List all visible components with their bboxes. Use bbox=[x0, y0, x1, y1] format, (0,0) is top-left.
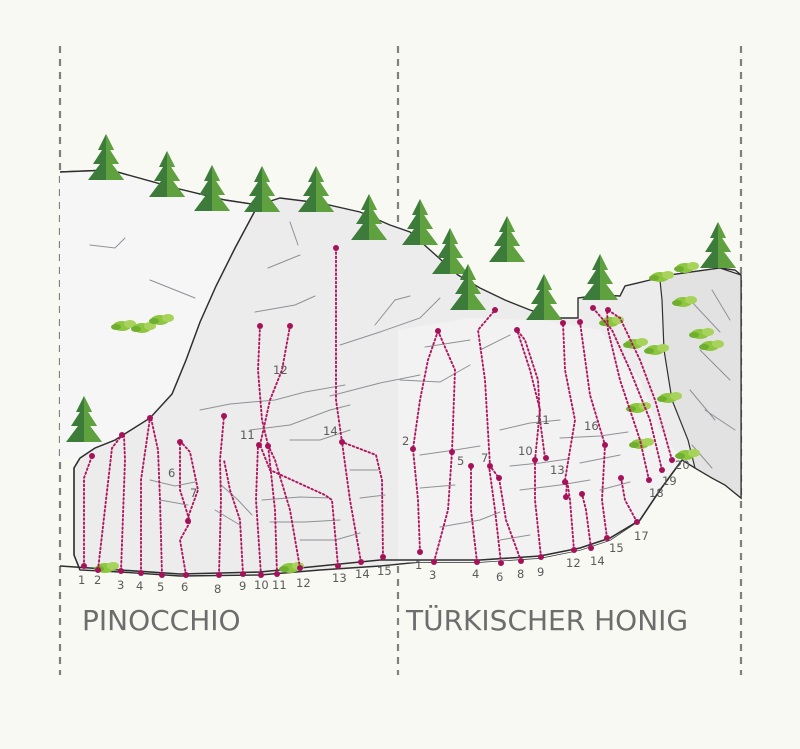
pinocchio-base-labels: 1 2 3 4 5 6 8 9 10 11 12 13 14 15 bbox=[78, 564, 392, 596]
route-line bbox=[620, 477, 638, 523]
route-number: 6 bbox=[181, 580, 188, 594]
pinocchio-wall-labels: 6 7 11 12 14 bbox=[168, 363, 338, 500]
tree-icon bbox=[432, 228, 468, 274]
route-line bbox=[259, 444, 339, 567]
route-number: 12 bbox=[273, 363, 288, 377]
route-number: 8 bbox=[214, 582, 221, 596]
route-number: 12 bbox=[566, 556, 581, 570]
route-line bbox=[257, 325, 278, 575]
route-line bbox=[433, 330, 456, 563]
route-line bbox=[488, 465, 502, 564]
route-line bbox=[255, 444, 262, 576]
route-line bbox=[140, 417, 151, 574]
anchor-points bbox=[81, 245, 675, 578]
route-number: 6 bbox=[168, 466, 175, 480]
route-number: 7 bbox=[481, 451, 488, 465]
route-number: 13 bbox=[550, 463, 565, 477]
route-number: 5 bbox=[157, 580, 164, 594]
honig-base-labels: 1 3 4 6 8 9 12 14 15 17 bbox=[415, 529, 649, 584]
route-number: 18 bbox=[649, 486, 664, 500]
route-line bbox=[470, 465, 478, 563]
route-line bbox=[120, 435, 126, 572]
route-line bbox=[565, 479, 575, 551]
route-number: 3 bbox=[117, 578, 124, 592]
route-line bbox=[581, 493, 592, 549]
route-number: 15 bbox=[377, 564, 392, 578]
tree-icon bbox=[526, 274, 562, 320]
route-number: 5 bbox=[457, 454, 464, 468]
route-line bbox=[223, 459, 244, 575]
tree-icon bbox=[298, 166, 334, 212]
route-line bbox=[516, 329, 542, 558]
route-line bbox=[259, 325, 291, 446]
route-line bbox=[97, 434, 123, 571]
route-number: 2 bbox=[402, 434, 409, 448]
route-number: 10 bbox=[518, 444, 533, 458]
route-number: 20 bbox=[675, 458, 690, 472]
route-number: 8 bbox=[517, 567, 524, 581]
tree-icon bbox=[402, 199, 438, 245]
route-line bbox=[607, 309, 673, 461]
route-line bbox=[83, 455, 93, 567]
route-number: 14 bbox=[323, 424, 338, 438]
route-line bbox=[267, 444, 301, 569]
route-number: 9 bbox=[239, 579, 246, 593]
tree-icon bbox=[88, 134, 124, 180]
tree-icon bbox=[489, 216, 525, 262]
climbing-routes bbox=[83, 247, 673, 576]
route-number: 11 bbox=[240, 428, 255, 442]
route-number: 1 bbox=[415, 558, 422, 572]
tree-icon bbox=[244, 166, 280, 212]
route-line bbox=[335, 247, 384, 558]
route-line bbox=[341, 441, 362, 563]
tree-icon bbox=[149, 151, 185, 197]
route-number: 15 bbox=[609, 541, 624, 555]
tree-icon bbox=[582, 254, 618, 300]
route-number: 3 bbox=[429, 568, 436, 582]
route-number: 14 bbox=[590, 554, 605, 568]
route-number: 2 bbox=[94, 573, 101, 587]
route-number: 13 bbox=[332, 571, 347, 585]
route-number: 16 bbox=[584, 419, 599, 433]
route-number: 17 bbox=[634, 529, 649, 543]
route-number: 10 bbox=[254, 578, 269, 592]
route-line bbox=[150, 417, 163, 576]
route-line bbox=[562, 322, 576, 481]
rock-face bbox=[59, 169, 742, 577]
honig-wall-labels: 2 5 7 10 11 13 16 18 19 20 bbox=[402, 413, 690, 500]
route-number: 9 bbox=[537, 565, 544, 579]
route-number: 11 bbox=[272, 578, 287, 592]
route-line bbox=[180, 441, 199, 521]
route-number: 4 bbox=[136, 579, 143, 593]
route-line bbox=[606, 309, 650, 481]
route-number: 11 bbox=[535, 413, 550, 427]
route-line bbox=[412, 330, 439, 553]
sector-title-pinocchio: PINOCCHIO bbox=[82, 604, 241, 637]
sector-title-tuerkischer-honig: TÜRKISCHER HONIG bbox=[405, 603, 688, 637]
route-number: 1 bbox=[78, 573, 85, 587]
route-line bbox=[516, 329, 546, 459]
route-number: 12 bbox=[296, 576, 311, 590]
route-number: 14 bbox=[355, 567, 370, 581]
tree-icon bbox=[194, 165, 230, 211]
route-line bbox=[218, 415, 225, 576]
tree-icon bbox=[700, 222, 736, 268]
route-number: 4 bbox=[472, 567, 479, 581]
route-number: 6 bbox=[496, 570, 503, 584]
route-number: 7 bbox=[190, 486, 197, 500]
route-line bbox=[592, 307, 663, 471]
route-number: 19 bbox=[662, 474, 677, 488]
